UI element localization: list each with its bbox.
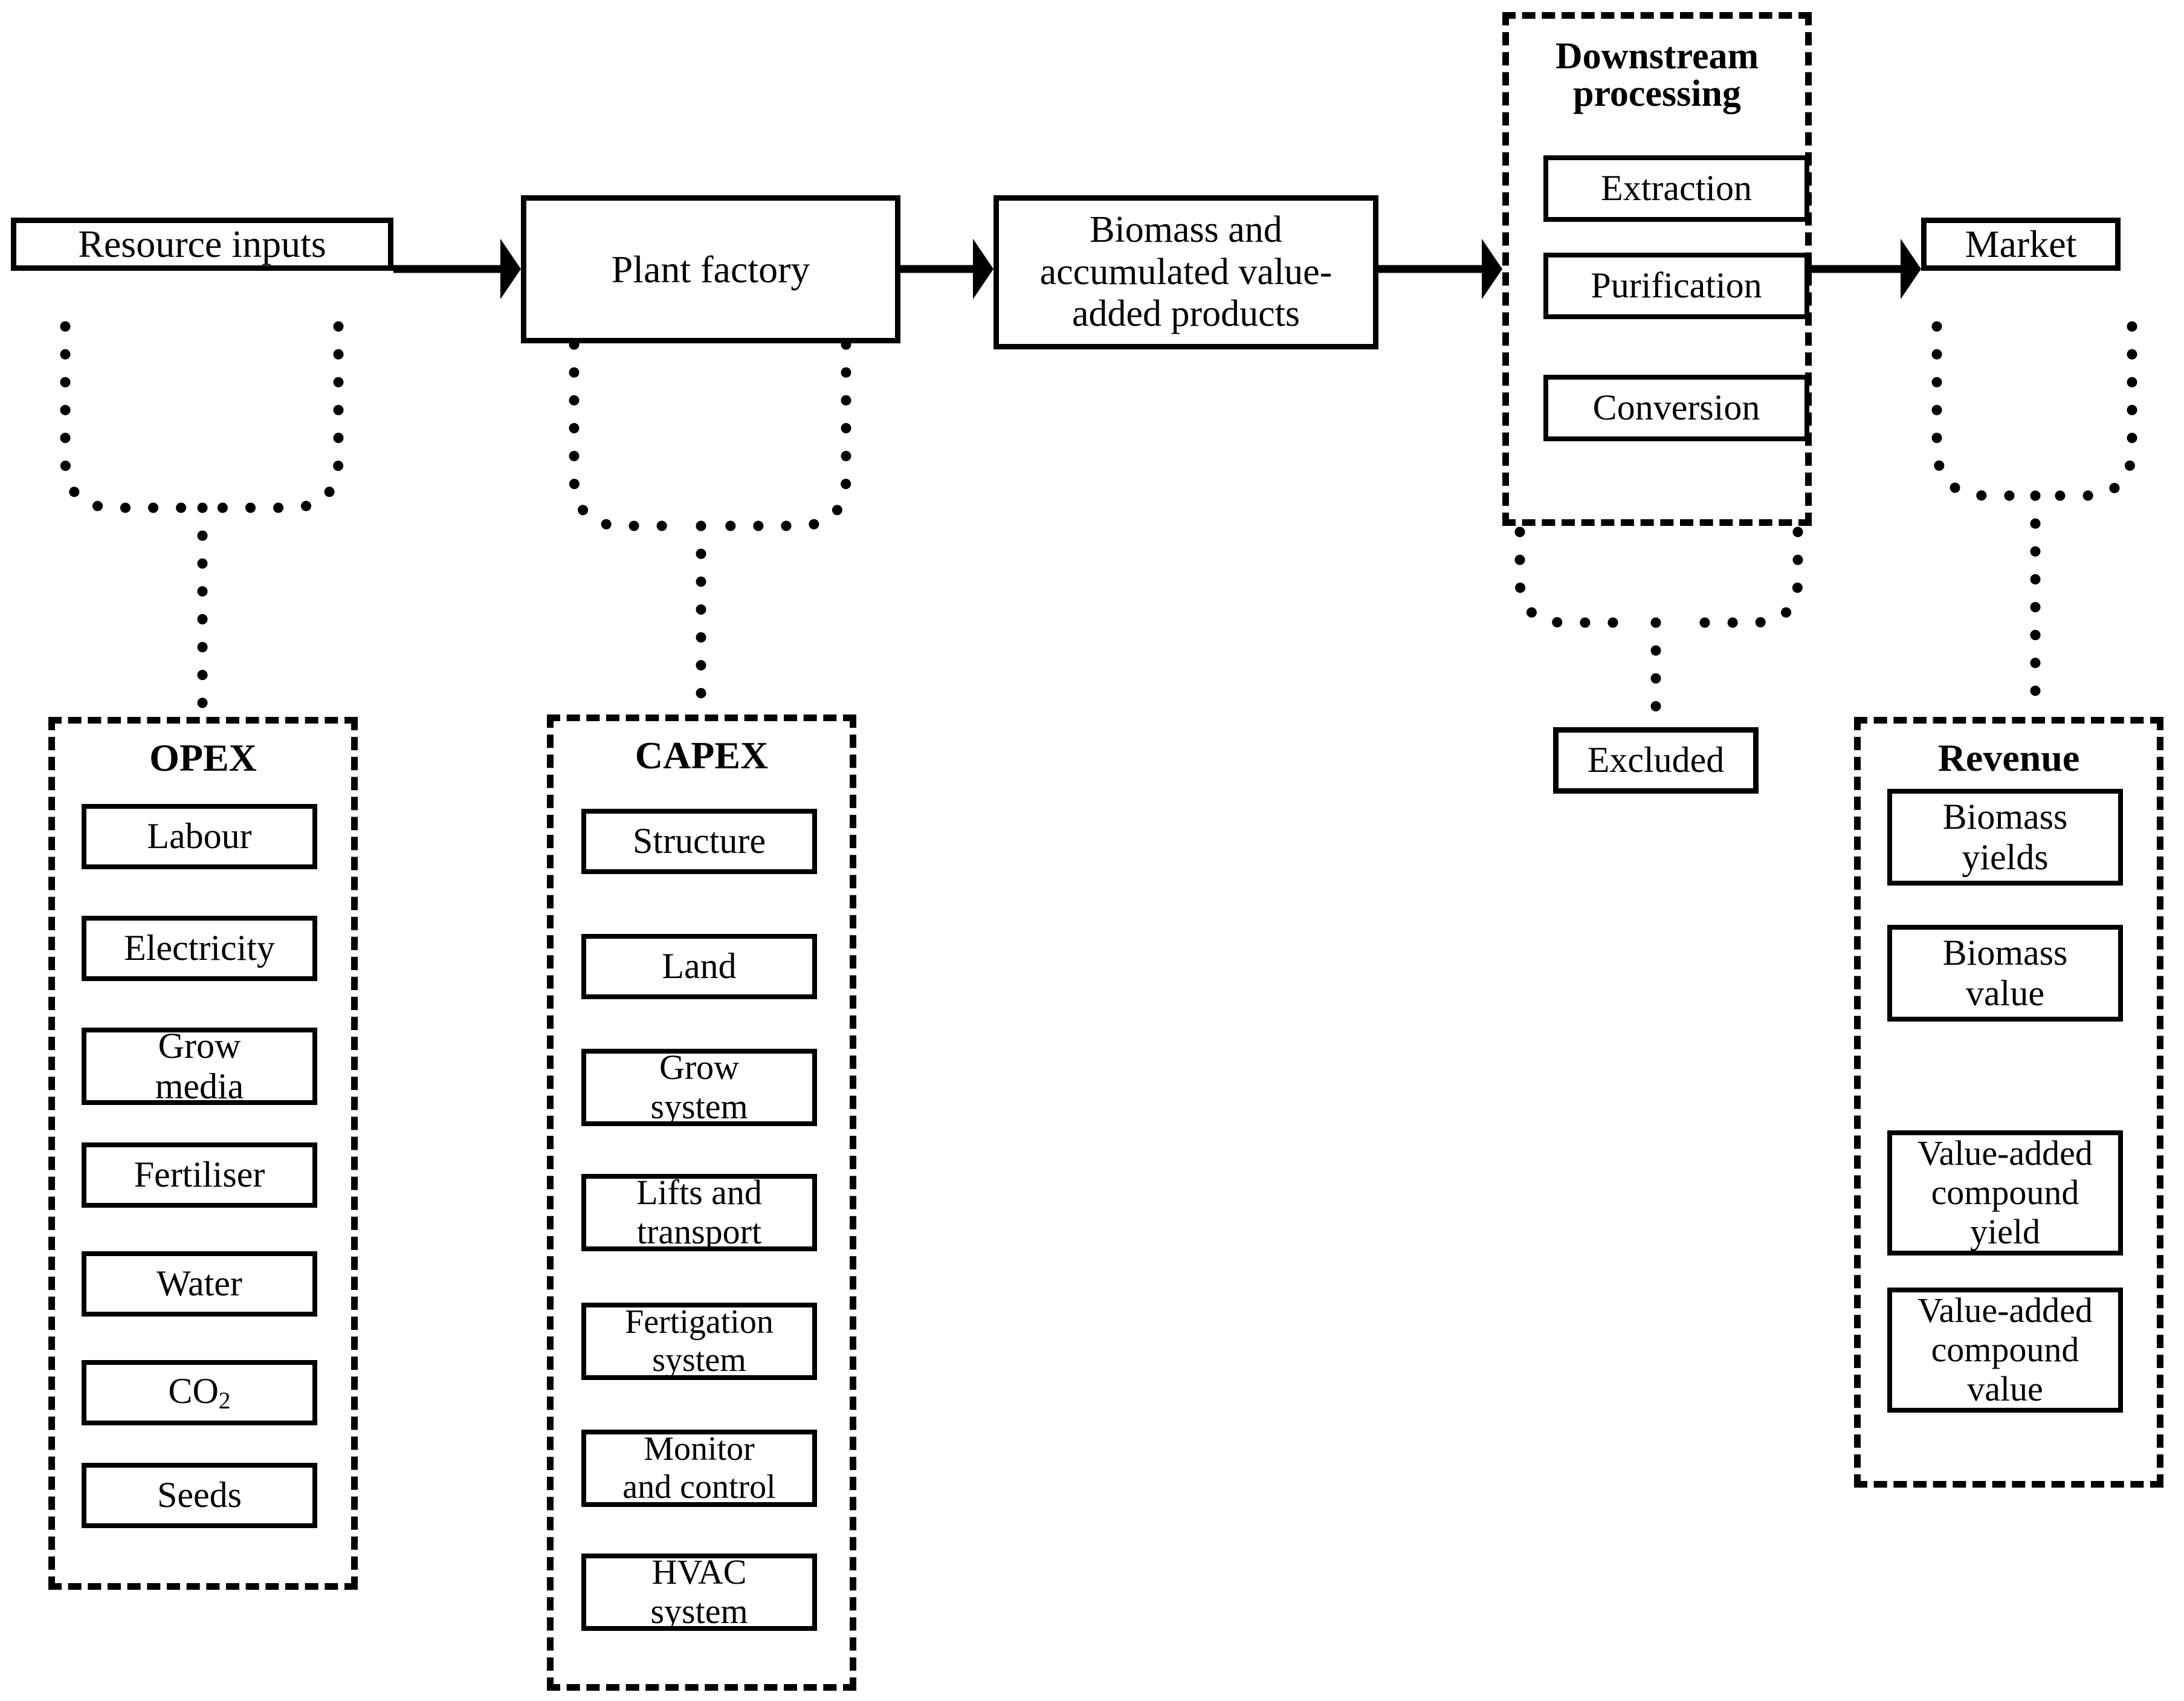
- opex-item-label: Water: [157, 1263, 242, 1304]
- group-revenue: [1854, 717, 2163, 1488]
- capex-item-label-line-2: system: [650, 1087, 748, 1126]
- co2-subscript: 2: [218, 1387, 231, 1414]
- downstream-title-line-1: Downstream: [1555, 36, 1759, 77]
- node-conversion[interactable]: Conversion: [1543, 375, 1809, 441]
- capex-item-lifts-and-transport[interactable]: Lifts and transport: [581, 1173, 817, 1251]
- capex-item-label-line-2: system: [650, 1592, 748, 1631]
- capex-item-label-line-1: Monitor: [644, 1430, 755, 1468]
- node-extraction[interactable]: Extraction: [1543, 155, 1809, 222]
- capex-item-label-line-2: system: [652, 1341, 746, 1379]
- downstream-title-line-2: processing: [1573, 73, 1741, 114]
- opex-item-label: Electricity: [124, 928, 275, 968]
- capex-item-label: Land: [662, 946, 737, 987]
- capex-item-hvac-system[interactable]: HVAC system: [581, 1552, 817, 1631]
- biomass-line-1: Biomass and: [1090, 209, 1282, 251]
- node-market[interactable]: Market: [1921, 218, 2121, 271]
- node-plant-factory[interactable]: Plant factory: [521, 195, 900, 343]
- opex-item-label: CO2: [168, 1371, 230, 1414]
- biomass-line-3: added products: [1071, 293, 1300, 335]
- revenue-title: Revenue: [1937, 736, 2080, 779]
- arrow-resource-to-plant: [393, 239, 521, 299]
- opex-item-label-line-1: Grow: [158, 1025, 241, 1066]
- opex-item-co2[interactable]: CO2: [82, 1360, 317, 1425]
- dotted-link-downstream-to-excluded: [1514, 526, 1803, 731]
- opex-item-label: Fertiliser: [134, 1155, 265, 1195]
- revenue-item-label-line-3: yield: [1970, 1211, 2040, 1251]
- revenue-item-label-line-2: yields: [1962, 837, 2049, 877]
- opex-item-labour[interactable]: Labour: [82, 804, 317, 869]
- node-label: Plant factory: [611, 247, 810, 291]
- revenue-item-value-added-compound-yield[interactable]: Value-added compound yield: [1887, 1130, 2123, 1256]
- capex-item-label: Structure: [633, 821, 766, 861]
- capex-item-label-line-2: and control: [622, 1468, 776, 1506]
- node-resource-inputs[interactable]: Resource inputs: [11, 218, 393, 271]
- capex-item-label-line-1: HVAC: [651, 1552, 747, 1592]
- revenue-item-biomass-value[interactable]: Biomass value: [1887, 925, 2123, 1022]
- node-label: Excluded: [1587, 740, 1725, 780]
- revenue-item-label-line-2: compound: [1931, 1330, 2079, 1370]
- dotted-link-market-to-revenue: [1931, 321, 2137, 719]
- opex-title: OPEX: [149, 736, 257, 779]
- revenue-item-value-added-compound-value[interactable]: Value-added compound value: [1887, 1288, 2123, 1413]
- opex-item-label-line-2: media: [155, 1066, 244, 1106]
- revenue-item-label-line-2: value: [1966, 973, 2044, 1013]
- revenue-item-biomass-yields[interactable]: Biomass yields: [1887, 789, 2123, 886]
- node-label: Resource inputs: [78, 222, 326, 266]
- opex-item-fertiliser[interactable]: Fertiliser: [82, 1142, 317, 1208]
- capex-item-monitor-and-control[interactable]: Monitor and control: [581, 1430, 817, 1507]
- downstream-processing-title: Downstream processing: [1502, 37, 1812, 112]
- downstream-step-label: Extraction: [1601, 168, 1752, 209]
- capex-item-label-line-1: Grow: [659, 1048, 740, 1087]
- dotted-link-resource-to-opex: [60, 321, 344, 722]
- node-label: Market: [1965, 222, 2077, 266]
- revenue-item-label-line-3: value: [1967, 1369, 2043, 1408]
- node-biomass-products[interactable]: Biomass and accumulated value- added pro…: [993, 195, 1378, 349]
- capex-item-structure[interactable]: Structure: [581, 809, 817, 874]
- arrow-biomass-to-downstream: [1378, 239, 1502, 299]
- opex-item-electricity[interactable]: Electricity: [82, 916, 317, 981]
- downstream-step-label: Conversion: [1592, 387, 1760, 428]
- dotted-link-plant-to-capex: [569, 339, 851, 719]
- revenue-item-label-line-1: Value-added: [1917, 1133, 2093, 1173]
- capex-item-grow-system[interactable]: Grow system: [581, 1048, 817, 1126]
- arrow-downstream-to-market: [1808, 239, 1921, 299]
- capex-item-label-line-1: Lifts and: [636, 1173, 762, 1213]
- opex-item-water[interactable]: Water: [82, 1251, 317, 1317]
- co2-base: CO: [168, 1371, 219, 1411]
- revenue-item-label-line-1: Biomass: [1942, 932, 2068, 973]
- group-capex: [547, 714, 856, 1691]
- downstream-step-label: Purification: [1591, 265, 1762, 306]
- capex-title: CAPEX: [635, 734, 769, 777]
- group-opex: [48, 717, 358, 1590]
- arrow-plant-to-biomass: [900, 239, 993, 299]
- node-excluded[interactable]: Excluded: [1553, 727, 1759, 794]
- capex-item-label-line-2: transport: [636, 1212, 762, 1251]
- node-purification[interactable]: Purification: [1543, 253, 1809, 319]
- capex-item-fertigation-system[interactable]: Fertigation system: [581, 1303, 817, 1380]
- opex-item-seeds[interactable]: Seeds: [82, 1463, 317, 1528]
- biomass-line-2: accumulated value-: [1039, 251, 1333, 293]
- capex-item-label-line-1: Fertigation: [625, 1303, 774, 1341]
- revenue-item-label-line-2: compound: [1931, 1173, 2079, 1213]
- opex-item-grow-media[interactable]: Grow media: [82, 1025, 317, 1106]
- opex-item-label: Labour: [147, 816, 252, 857]
- capex-item-land[interactable]: Land: [581, 934, 817, 999]
- opex-item-label: Seeds: [157, 1475, 242, 1515]
- revenue-item-label-line-1: Value-added: [1917, 1291, 2093, 1330]
- revenue-item-label-line-1: Biomass: [1942, 796, 2068, 837]
